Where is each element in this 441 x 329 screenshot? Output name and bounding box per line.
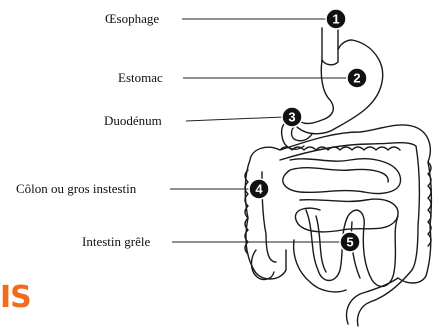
organ-labels: Œsophage Estomac Duodénum Côlon ou gros …	[16, 11, 163, 249]
label-duodenum: Duodénum	[104, 113, 162, 128]
badge-1: 1	[326, 9, 346, 29]
digestive-tract-illustration	[245, 28, 431, 326]
badge-5: 5	[340, 232, 360, 252]
esophagus-shape	[322, 28, 338, 62]
badge-5-number: 5	[346, 235, 353, 250]
label-oesophage: Œsophage	[105, 11, 159, 26]
label-intestin-grele: Intestin grêle	[82, 234, 150, 249]
rectum-shape	[347, 270, 413, 326]
badge-2: 2	[347, 68, 367, 88]
small-intestine-shape	[283, 159, 401, 292]
label-estomac: Estomac	[118, 70, 163, 85]
label-colon: Côlon ou gros instestin	[16, 181, 137, 196]
badge-4: 4	[249, 179, 269, 199]
stomach-shape	[296, 40, 383, 134]
appendix-shape	[252, 250, 275, 279]
badge-3-number: 3	[288, 110, 295, 125]
brand-watermark-fragment: IS	[0, 283, 31, 313]
badge-1-number: 1	[332, 12, 339, 27]
badge-3: 3	[282, 107, 302, 127]
leader-line-duodenum	[186, 117, 284, 121]
badge-2-number: 2	[353, 71, 360, 86]
badge-4-number: 4	[255, 182, 263, 197]
